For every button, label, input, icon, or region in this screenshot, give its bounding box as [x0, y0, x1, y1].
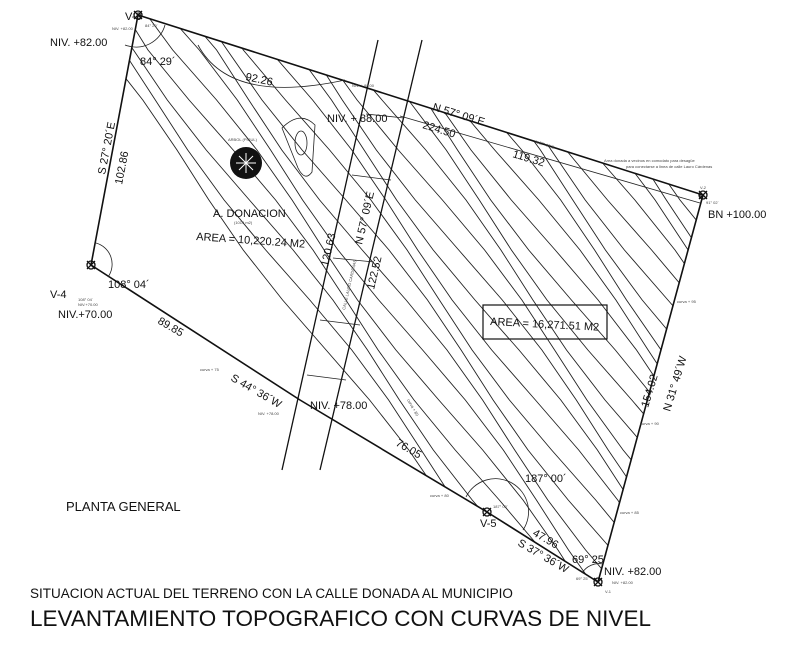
distance-76: 76.05: [394, 437, 424, 461]
main-area: AREA = 16,271.51 M2: [490, 316, 600, 334]
contour-line: [211, 15, 674, 582]
road-top-level: NIV. + 88.00: [327, 113, 387, 125]
bearing-east: N 31° 49´W: [661, 354, 689, 413]
v4-level-small: NIV.+70.00: [78, 302, 99, 307]
distance-89: 89.85: [156, 315, 186, 339]
v4-angle-small: 108° 04´: [78, 297, 93, 302]
road-cross-lines: [306, 113, 405, 381]
tree-icon: [230, 147, 262, 179]
v2-label: V-2: [700, 185, 707, 190]
curve-95: curva + 95: [677, 299, 697, 304]
contour-line: [686, 15, 703, 582]
contour-line: [97, 15, 560, 582]
contour-line: [477, 15, 703, 582]
donation-title: A. DONACION: [213, 208, 286, 220]
road-edge-left: [281, 39, 379, 471]
distance-154: 154.02: [639, 373, 660, 409]
tree-label: ARBOL (PIRUL): [228, 137, 258, 142]
depression-inner-contour: [294, 130, 308, 156]
angle-arc-v3: [124, 24, 166, 48]
road-bottom-level-small: NIV. +78.00: [258, 411, 280, 416]
v3-angle-small: 84° 29´: [145, 23, 158, 28]
depression-contour: [281, 117, 316, 177]
curve-80-upper: curva + 80: [406, 398, 420, 417]
contour-line: [135, 15, 591, 582]
v5-angle-small: 187° 00´: [493, 504, 508, 509]
v3-level-small: NIV. +82.00: [112, 26, 134, 31]
bearing-road: N 57° 09´E: [353, 190, 377, 245]
contour-line: [325, 15, 703, 582]
donation-sub: (1019 m2): [234, 220, 253, 225]
donation-area: AREA = 10,220.24 M2: [196, 231, 306, 251]
road-top-level-small: NIV. + 88.00: [352, 83, 375, 88]
v3-label: V-3: [125, 11, 142, 23]
v1-level: NIV. +82.00: [604, 566, 661, 578]
v1-label: V-1: [605, 589, 612, 594]
contour-line: [382, 15, 703, 582]
road-bottom-level: NIV. +78.00: [310, 400, 367, 412]
vertex-markers: [86, 10, 708, 587]
angle-arc-v4: [95, 242, 113, 278]
v1-level-small: NIV. +82.00: [612, 580, 634, 585]
contour-line: [344, 15, 703, 582]
contour-line: [648, 15, 703, 582]
v2-level: BN +100.00: [708, 209, 766, 221]
v4-level: NIV.+70.00: [58, 309, 112, 321]
bearing-west: S 27° 20´E: [96, 121, 118, 176]
subtitle: SITUACION ACTUAL DEL TERRENO CON LA CALL…: [30, 586, 513, 601]
contour-line: [268, 15, 703, 582]
contour-line: [173, 15, 629, 582]
distance-120: 120.63: [319, 232, 338, 267]
bearing-south-left: S 44° 36´W: [229, 372, 284, 411]
distance-122: 122.52: [365, 255, 384, 290]
contour-line: [363, 15, 703, 582]
distance-119: 119.32: [511, 148, 546, 169]
property-boundary: [90, 14, 704, 584]
distance-102: 102.86: [113, 150, 131, 185]
curve-80: curva + 80: [430, 493, 450, 498]
v5-label: V-5: [480, 518, 497, 530]
title: LEVANTAMIENTO TOPOGRAFICO CON CURVAS DE …: [30, 606, 651, 631]
road-edge-right: [319, 39, 423, 471]
contour-line: [629, 15, 703, 582]
v1-angle: 69° 25´: [572, 554, 608, 566]
contour-line: [610, 15, 703, 582]
contour-line: [515, 15, 703, 582]
v5-angle: 187° 00´: [525, 473, 567, 485]
contour-line: [230, 15, 684, 582]
note-line-2: para conectarse a linea de calle Lauro C…: [626, 164, 712, 169]
angle-arc-v5: [465, 478, 529, 531]
bearing-north-top-small: N 57° 09´E: [535, 139, 556, 150]
curve-85: curva + 85: [620, 510, 640, 515]
contour-line: [116, 15, 580, 582]
hill-contour: [197, 44, 346, 88]
main-area-box: [482, 304, 608, 340]
v4-label: V-4: [50, 289, 67, 301]
v2-angle-small: 91° 02´: [706, 200, 719, 205]
contour-line: [420, 15, 703, 582]
curve-90: curva + 90: [640, 421, 660, 426]
v1-angle-small: 69° 25´: [576, 576, 589, 581]
street-name: CALLE LAURO CARDENAS: [341, 259, 357, 310]
angle-arc-v1: [581, 563, 604, 574]
v3-level: NIV. +82.00: [50, 37, 107, 49]
v3-angle: 84° 29´: [140, 56, 176, 68]
v4-angle: 108° 04´: [108, 279, 150, 291]
curve-75: curva + 75: [200, 367, 220, 372]
contour-line: [154, 15, 605, 582]
contour-line: [192, 15, 656, 582]
distance-92: 92.26: [244, 71, 273, 88]
drain-strip-line: [399, 115, 701, 204]
plan-label: PLANTA GENERAL: [66, 499, 181, 514]
contour-line: [401, 15, 703, 582]
note-line-1: Area donada a vecinos en comodato para d…: [604, 158, 696, 163]
